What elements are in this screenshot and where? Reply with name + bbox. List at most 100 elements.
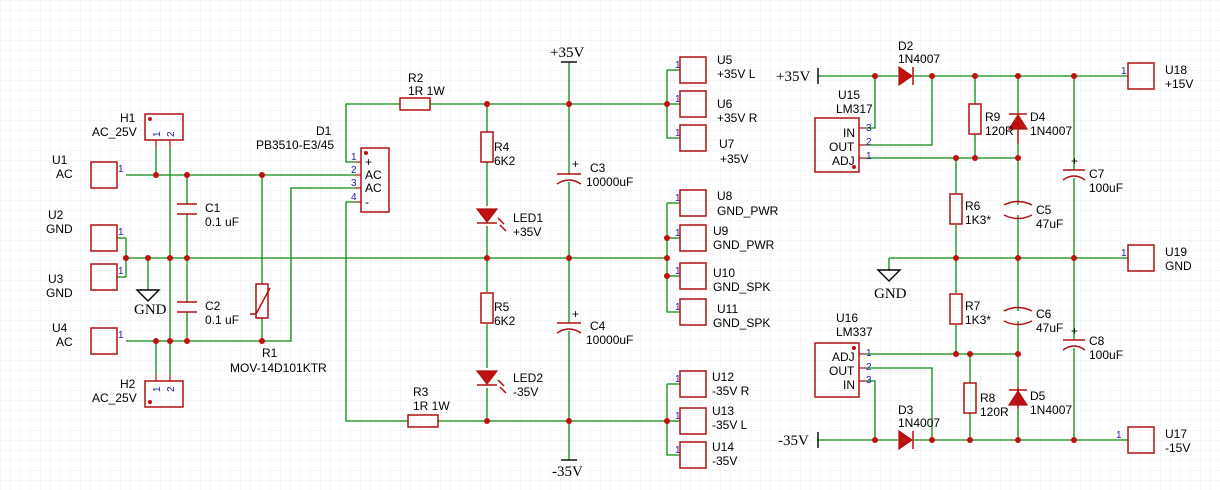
resistor-r7[interactable]: R7 1K3* <box>949 293 991 327</box>
connector-ref: U5 <box>717 53 733 67</box>
component-value: -35V <box>513 385 538 399</box>
component-ref: C1 <box>205 201 221 215</box>
component-ref: D3 <box>898 403 914 417</box>
led-led1[interactable]: LED1 +35V <box>475 208 543 239</box>
connector-u19[interactable]: 1 U19 GND <box>1121 244 1192 273</box>
connector-value: +35V R <box>717 111 758 125</box>
pin-number: 2 <box>166 386 177 392</box>
pin-number: 1 <box>675 411 681 422</box>
component-ref: C5 <box>1036 203 1052 217</box>
net-minus35-bottom: -35V <box>552 459 583 480</box>
connector-u9[interactable]: 1 U9 GND_PWR <box>675 224 775 252</box>
capacitor-c3[interactable]: + C3 10000uF <box>556 157 633 189</box>
capacitor-c4[interactable]: + C4 10000uF <box>556 307 633 347</box>
capacitor-c8[interactable]: + C8 100uF <box>1062 324 1123 362</box>
resistor-r6[interactable]: R6 1K3* <box>949 193 991 227</box>
connector-value: GND <box>1165 259 1192 273</box>
led-led2[interactable]: LED2 -35V <box>475 370 543 399</box>
diode-d3[interactable]: D3 1N4007 <box>898 403 940 451</box>
component-ref: R6 <box>965 199 981 213</box>
diode-d5[interactable]: D5 1N4007 <box>1007 387 1072 417</box>
component-value: LM317 <box>836 102 873 116</box>
connector-u14[interactable]: 1 U14 -35V <box>675 440 737 469</box>
component-value: 10000uF <box>586 333 633 347</box>
header-value: AC_25V <box>92 125 137 139</box>
pin-number: 1 <box>1116 430 1122 441</box>
connector-u10[interactable]: 1 U10 GND_SPK <box>675 262 770 294</box>
component-value: 100uF <box>1089 348 1123 362</box>
diode-d2[interactable]: D2 1N4007 <box>898 39 940 87</box>
component-value: 1K3* <box>965 213 991 227</box>
resistor-r8[interactable]: R8 120R <box>963 382 1009 419</box>
resistor-r2[interactable]: R2 1R 1W <box>399 71 445 111</box>
capacitor-c1[interactable]: C1 0.1 uF <box>177 201 239 229</box>
pin-number: 1 <box>675 445 681 456</box>
connector-value: GND_SPK <box>713 316 770 330</box>
connector-u17[interactable]: 1 U17 -15V <box>1116 426 1190 455</box>
component-ref: C8 <box>1089 334 1105 348</box>
connector-value: +35V <box>720 152 748 166</box>
connector-value: -35V <box>712 454 737 468</box>
connector-ref: U10 <box>713 266 735 280</box>
regulator-u16[interactable]: ADJ OUT IN 1 2 3 U16 LM337 <box>814 311 873 398</box>
connector-u1[interactable]: 1 U1 AC <box>52 153 124 189</box>
connector-u3[interactable]: 1 U3 GND <box>46 263 124 300</box>
component-ref: C7 <box>1089 167 1105 181</box>
connector-u5[interactable]: 1 U5 +35V L <box>675 53 756 84</box>
connector-u18[interactable]: 1 U18 +15V <box>1121 62 1193 91</box>
component-value: 1K3* <box>965 313 991 327</box>
resistor-r4[interactable]: R4 6K2 <box>480 131 516 168</box>
component-value: MOV-14D101KTR <box>230 361 327 375</box>
connector-value: AC <box>56 335 73 349</box>
connector-u4[interactable]: 1 U4 AC <box>52 321 124 355</box>
gnd-symbol-right: GND <box>874 269 907 302</box>
connector-ref: U12 <box>712 370 734 384</box>
connector-u6[interactable]: 1 U6 +35V R <box>675 90 758 125</box>
pin-number: 2 <box>866 362 872 373</box>
component-value: 1N4007 <box>1030 124 1072 138</box>
header-h2[interactable]: 1 2 H2 AC_25V <box>92 375 184 408</box>
connector-value: GND_PWR <box>713 238 775 252</box>
bridge-d1[interactable]: 1 2 3 4 + AC AC - D1 PB3510-E3/45 <box>256 124 390 213</box>
component-ref: R8 <box>980 391 996 405</box>
header-h1[interactable]: 1 2 H1 AC_25V <box>92 111 184 148</box>
component-value: 6K2 <box>494 154 516 168</box>
component-ref: R3 <box>413 385 429 399</box>
capacitor-c2[interactable]: C2 0.1 uF <box>177 299 239 327</box>
connector-u11[interactable]: 1 U11 GND_SPK <box>675 298 770 330</box>
pin-label: IN <box>843 378 855 392</box>
regulator-u15[interactable]: IN OUT ADJ 3 2 1 U15 LM317 <box>814 88 873 173</box>
component-ref: C2 <box>205 299 221 313</box>
connector-u12[interactable]: 1 U12 -35V R <box>675 370 750 398</box>
resistor-r3[interactable]: R3 1R 1W <box>407 385 450 428</box>
component-ref: R9 <box>985 110 1001 124</box>
diode-d4[interactable]: D4 1N4007 <box>1007 110 1072 144</box>
pin-number: 1 <box>118 227 124 238</box>
net-label: -35V <box>778 433 809 449</box>
pin-number: 1 <box>675 60 681 71</box>
junction-dots <box>123 73 1077 443</box>
resistor-r9[interactable]: R9 120R <box>968 103 1014 138</box>
pin-number: 1 <box>866 348 872 359</box>
resistor-r5[interactable]: R5 6K2 <box>480 292 516 328</box>
connector-u13[interactable]: 1 U13 -35V L <box>675 404 748 435</box>
pin-number: 1 <box>866 151 872 162</box>
connector-u2[interactable]: 1 U2 GND <box>46 208 124 252</box>
capacitor-c5[interactable]: C5 47uF <box>1003 200 1063 232</box>
capacitor-c6[interactable]: C6 47uF <box>1003 306 1063 335</box>
connector-value: GND <box>46 222 73 236</box>
capacitor-c7[interactable]: + C7 100uF <box>1062 154 1123 195</box>
varistor-r1[interactable]: R1 MOV-14D101KTR <box>230 283 327 375</box>
pin-label: AC <box>365 181 382 195</box>
connector-ref: U14 <box>712 440 734 454</box>
connector-u8[interactable]: 1 U8 GND_PWR <box>675 189 779 218</box>
component-value: 6K2 <box>494 314 516 328</box>
component-ref: R4 <box>494 140 510 154</box>
pin-number: 1 <box>675 94 681 105</box>
connector-value: GND_PWR <box>717 204 779 218</box>
component-ref: D4 <box>1030 110 1046 124</box>
pin-number: 3 <box>866 123 872 134</box>
connector-u7[interactable]: 1 U7 +35V <box>675 124 748 166</box>
